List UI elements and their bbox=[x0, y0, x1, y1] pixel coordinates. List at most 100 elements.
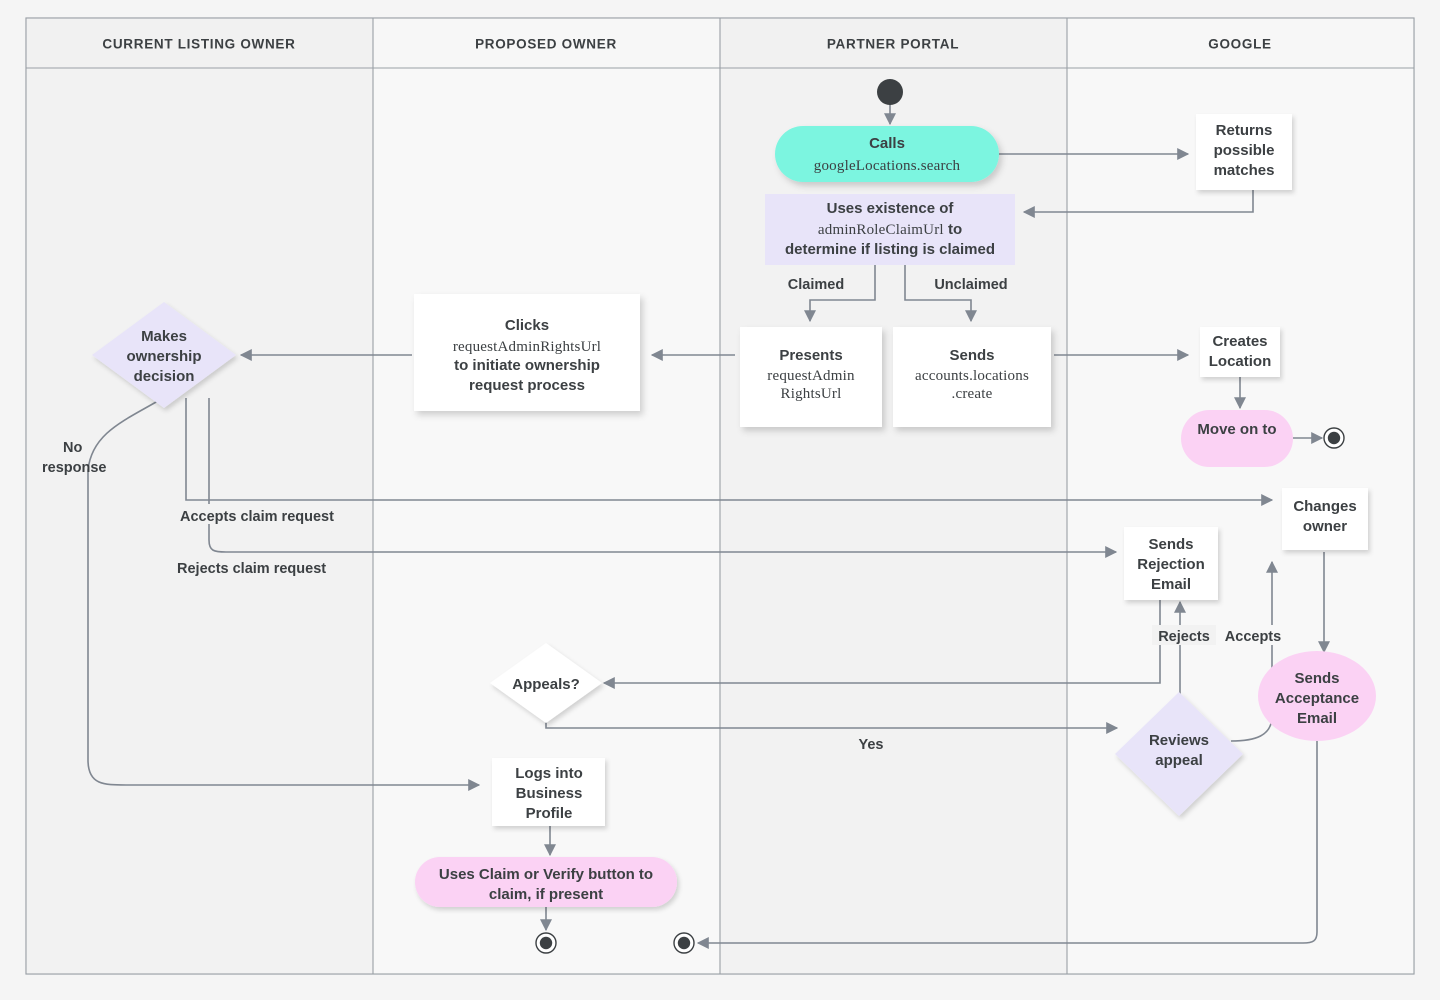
acceptance-email-line-1: Sends bbox=[1294, 670, 1339, 687]
node-start-dot[interactable] bbox=[877, 79, 903, 105]
logs-in-line-3: Profile bbox=[526, 805, 573, 822]
label-bg-claimed bbox=[778, 272, 855, 292]
acceptance-email-line-3: Email bbox=[1297, 710, 1337, 727]
changes-owner-line-1: Changes bbox=[1293, 498, 1356, 515]
lane-header-google: GOOGLE bbox=[1208, 37, 1271, 52]
node-end-proposed-owner[interactable] bbox=[535, 932, 557, 954]
label-bg-unclaimed bbox=[921, 272, 1021, 292]
rejection-email-shape bbox=[1124, 527, 1218, 600]
clicks-line-1: Clicks bbox=[505, 317, 549, 334]
node-sends-rejection-email[interactable]: Sends Rejection Email bbox=[1124, 527, 1218, 600]
acceptance-email-line-2: Acceptance bbox=[1275, 690, 1359, 707]
move-on-to-shape bbox=[1181, 410, 1293, 467]
sends-create-shape bbox=[893, 327, 1051, 427]
lane-header-bg-google bbox=[1067, 18, 1414, 68]
presents-line-2: requestAdmin bbox=[767, 368, 855, 384]
edge-label-yes: Yes bbox=[859, 737, 884, 753]
appeals-label: Appeals? bbox=[512, 676, 580, 693]
reviews-appeal-line-1: Reviews bbox=[1149, 732, 1209, 749]
creates-location-line-1: Creates bbox=[1212, 333, 1267, 350]
node-uses-claim-or-verify-button[interactable]: Uses Claim or Verify button to claim, if… bbox=[415, 857, 677, 907]
edge-label-claimed: Claimed bbox=[788, 277, 844, 293]
lane-frame-stroke bbox=[25, 17, 1415, 975]
lane-header-proposed-owner: PROPOSED OWNER bbox=[475, 37, 617, 52]
returns-matches-line-1: Returns bbox=[1216, 122, 1273, 139]
reviews-appeal-line-2: appeal bbox=[1155, 752, 1203, 769]
label-bg-rejects-claim bbox=[175, 556, 347, 576]
label-bg-accepts bbox=[1218, 625, 1288, 645]
reviews-appeal-shape bbox=[1115, 692, 1243, 816]
label-bg-rejects bbox=[1152, 625, 1216, 645]
edge-label-no-response-line-2: response bbox=[42, 460, 106, 476]
node-creates-location[interactable]: Creates Location bbox=[1200, 327, 1280, 377]
node-calls-google-locations-search[interactable]: Calls googleLocations.search bbox=[775, 126, 999, 182]
rejection-email-line-3: Email bbox=[1151, 576, 1191, 593]
uses-existence-line-3: determine if listing is claimed bbox=[785, 241, 995, 258]
edge-uses-existence-to-sends-create bbox=[904, 265, 977, 323]
edge-rejects-claim-to-rejection-email bbox=[208, 398, 1118, 558]
label-bg-accepts-claim bbox=[178, 504, 354, 524]
label-bg-yes bbox=[854, 733, 888, 753]
sends-create-line-3: .create bbox=[952, 386, 993, 402]
node-reviews-appeal[interactable]: Reviews appeal bbox=[1115, 692, 1243, 816]
edge-label-accepts-claim-request: Accepts claim request bbox=[180, 509, 334, 525]
logs-in-shape bbox=[492, 758, 605, 826]
node-returns-possible-matches[interactable]: Returns possible matches bbox=[1196, 114, 1292, 190]
edge-accepts-claim-to-changes-owner bbox=[185, 398, 1274, 506]
creates-location-shape bbox=[1200, 327, 1280, 377]
end-dot-inner-proposed-owner bbox=[539, 936, 553, 950]
lane-header-partner-portal: PARTNER PORTAL bbox=[827, 37, 959, 52]
clicks-shape bbox=[414, 294, 640, 411]
calls-node-line-1: Calls bbox=[869, 135, 905, 152]
end-dot-inner-google bbox=[1327, 431, 1341, 445]
node-logs-into-business-profile[interactable]: Logs into Business Profile bbox=[492, 758, 605, 826]
edge-label-rejects: Rejects bbox=[1158, 629, 1210, 645]
makes-decision-line-3: decision bbox=[134, 368, 195, 385]
node-sends-acceptance-email[interactable]: Sends Acceptance Email bbox=[1258, 651, 1376, 741]
uses-claim-shape bbox=[415, 857, 677, 907]
returns-matches-shape bbox=[1196, 114, 1292, 190]
node-sends-accounts-locations-create[interactable]: Sends accounts.locations .create bbox=[893, 327, 1051, 427]
clicks-line-3: to initiate ownership bbox=[454, 357, 600, 374]
calls-node-line-2: googleLocations.search bbox=[814, 158, 961, 174]
lane-header-bg-current-listing-owner bbox=[26, 18, 373, 68]
clicks-line-4: request process bbox=[469, 377, 585, 394]
node-makes-ownership-decision[interactable]: Makes ownership decision bbox=[92, 302, 236, 408]
node-appeals[interactable]: Appeals? bbox=[490, 643, 602, 723]
edge-returns-matches-to-uses-existence bbox=[1022, 190, 1254, 218]
edge-label-no-response-line-1: No bbox=[63, 440, 82, 456]
changes-owner-shape bbox=[1282, 488, 1368, 550]
uses-existence-shape bbox=[765, 194, 1015, 265]
creates-location-line-2: Location bbox=[1209, 353, 1272, 370]
node-changes-owner[interactable]: Changes owner bbox=[1282, 488, 1368, 550]
edge-label-unclaimed: Unclaimed bbox=[934, 277, 1007, 293]
presents-line-1: Presents bbox=[779, 347, 842, 364]
edge-label-group: Claimed Unclaimed No response Accepts cl… bbox=[42, 272, 1288, 753]
lane-header-bg-proposed-owner bbox=[373, 18, 720, 68]
edge-label-rejects-claim-request: Rejects claim request bbox=[177, 561, 326, 577]
node-uses-existence-of-admin-role-claim-url[interactable]: Uses existence of adminRoleClaimUrl to d… bbox=[765, 194, 1015, 265]
uses-claim-line-1: Uses Claim or Verify button to bbox=[439, 866, 653, 883]
node-end-google-move-on[interactable] bbox=[1323, 427, 1345, 449]
node-end-partner-portal[interactable] bbox=[673, 932, 695, 954]
end-dot-inner-partner-portal bbox=[677, 936, 691, 950]
calls-node-shape bbox=[775, 126, 999, 182]
makes-decision-shape bbox=[92, 302, 236, 408]
node-move-on-to[interactable]: Move on to bbox=[1181, 410, 1293, 467]
node-presents-request-admin-rights-url[interactable]: Presents requestAdmin RightsUrl bbox=[740, 327, 882, 427]
logs-in-line-1: Logs into bbox=[515, 765, 583, 782]
uses-claim-line-2: claim, if present bbox=[489, 886, 603, 903]
sends-create-line-2: accounts.locations bbox=[915, 368, 1029, 384]
node-clicks-request-admin-rights-url[interactable]: Clicks requestAdminRightsUrl to initiate… bbox=[414, 294, 640, 411]
lane-header-current-listing-owner: CURRENT LISTING OWNER bbox=[102, 37, 295, 52]
makes-decision-line-2: ownership bbox=[126, 348, 201, 365]
lane-body-proposed-owner bbox=[373, 68, 720, 974]
uses-existence-line-1: Uses existence of bbox=[827, 200, 955, 217]
acceptance-email-shape bbox=[1258, 651, 1376, 741]
presents-line-3: RightsUrl bbox=[781, 386, 842, 402]
makes-decision-line-1: Makes bbox=[141, 328, 187, 345]
presents-shape bbox=[740, 327, 882, 427]
clicks-line-2: requestAdminRightsUrl bbox=[453, 339, 601, 355]
